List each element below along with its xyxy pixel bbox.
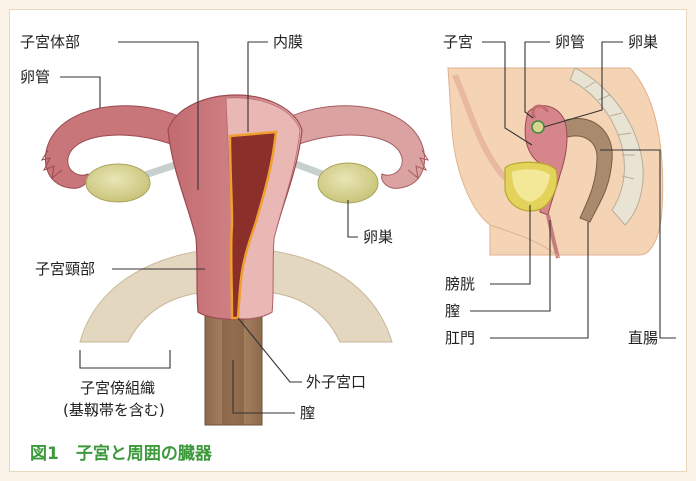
left-ovary xyxy=(86,164,150,202)
label-vagina-side: 膣 xyxy=(445,302,460,320)
leader-ovary-front xyxy=(348,200,358,237)
front-view xyxy=(42,95,428,425)
label-ovary-side: 卵巣 xyxy=(628,33,658,51)
label-external-os: 外子宮口 xyxy=(306,373,366,391)
side-view xyxy=(448,68,663,258)
label-tube-front: 卵管 xyxy=(20,68,50,86)
label-parametrium: 子宮傍組織 xyxy=(80,379,155,397)
label-ovary-front: 卵巣 xyxy=(363,228,393,246)
right-ovary xyxy=(318,163,378,203)
label-rectum: 直腸 xyxy=(628,329,658,347)
leader-tube-front xyxy=(60,77,100,108)
label-cervix: 子宮頸部 xyxy=(35,260,95,278)
label-bladder: 膀胱 xyxy=(445,275,475,293)
label-tube-side: 卵管 xyxy=(555,33,585,51)
figure-caption: 図1 子宮と周囲の臓器 xyxy=(30,443,213,464)
label-uterus-side: 子宮 xyxy=(443,33,473,51)
side-ovary xyxy=(532,121,544,133)
label-anus: 肛門 xyxy=(445,329,475,347)
bracket-parametrium xyxy=(80,350,170,368)
label-endometrium: 内膜 xyxy=(273,33,303,51)
label-vagina-front: 膣 xyxy=(300,404,315,422)
label-parametrium-sub: (基靱帯を含む) xyxy=(63,401,165,419)
label-uterine-body: 子宮体部 xyxy=(20,33,80,51)
